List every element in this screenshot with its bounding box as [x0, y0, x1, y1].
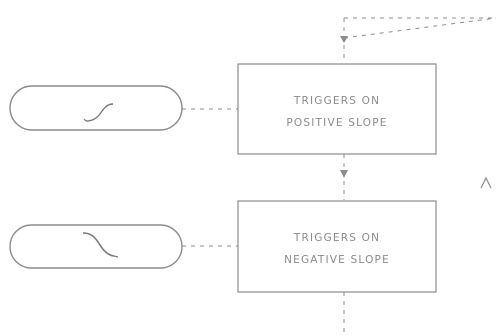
right-arrow-mark-icon — [480, 176, 492, 189]
positive-slope-icon — [83, 103, 114, 122]
positive-slope-button[interactable] — [9, 85, 183, 131]
arrow-into-box2-icon — [340, 170, 348, 178]
negative-slope-box-line1: TRIGGERS ON — [293, 232, 380, 244]
negative-slope-icon — [82, 232, 119, 258]
negative-slope-box-line2: NEGATIVE SLOPE — [284, 254, 390, 266]
top-dashed-connector — [343, 17, 496, 62]
negative-slope-box — [237, 200, 437, 293]
positive-slope-box-line2: POSITIVE SLOPE — [286, 117, 387, 129]
positive-slope-box — [237, 63, 437, 155]
positive-slope-box-line1: TRIGGERS ON — [293, 95, 380, 107]
negative-slope-button[interactable] — [9, 224, 183, 269]
arrow-into-box1-icon — [340, 36, 348, 43]
